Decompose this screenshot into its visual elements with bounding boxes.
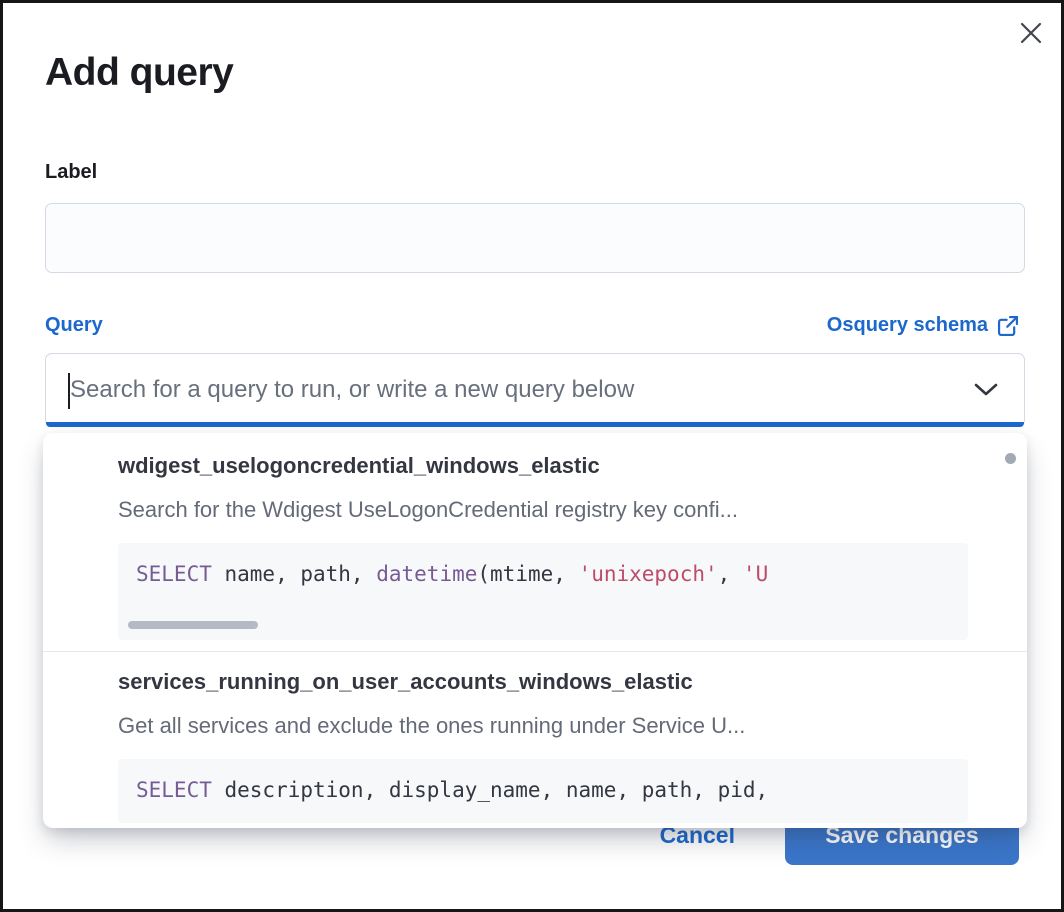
option-title: services_running_on_user_accounts_window… [118,669,693,694]
osquery-schema-link-label: Osquery schema [826,314,988,336]
horizontal-scrollbar-thumb[interactable] [128,621,258,629]
query-search-input[interactable] [46,376,970,404]
text-caret [68,373,70,409]
query-field-label: Query [45,314,103,336]
option-divider [43,651,1027,652]
label-input[interactable] [45,203,1025,273]
option-sql-preview: SELECT name, path, datetime(mtime, 'unix… [118,543,968,640]
close-icon [1018,20,1044,46]
osquery-schema-link[interactable]: Osquery schema [827,314,1019,337]
option-description: Get all services and exclude the ones ru… [118,713,746,738]
vertical-scrollbar-thumb[interactable] [1005,453,1016,464]
external-link-icon [997,315,1019,337]
list-item-wdigest[interactable]: wdigest_uselogoncredential_windows_elast… [43,433,1027,640]
option-sql-preview: SELECT description, display_name, name, … [118,759,968,823]
query-combobox[interactable] [45,353,1025,427]
close-button[interactable] [1015,17,1047,49]
query-suggestions-listbox: wdigest_uselogoncredential_windows_elast… [43,433,1027,828]
chevron-down-icon[interactable] [970,381,1002,399]
label-field-label: Label [45,161,98,183]
option-title: wdigest_uselogoncredential_windows_elast… [118,453,600,478]
list-item-services-running[interactable]: services_running_on_user_accounts_window… [43,652,1027,823]
option-description: Search for the Wdigest UseLogonCredentia… [118,497,738,522]
page-title: Add query [45,51,234,94]
